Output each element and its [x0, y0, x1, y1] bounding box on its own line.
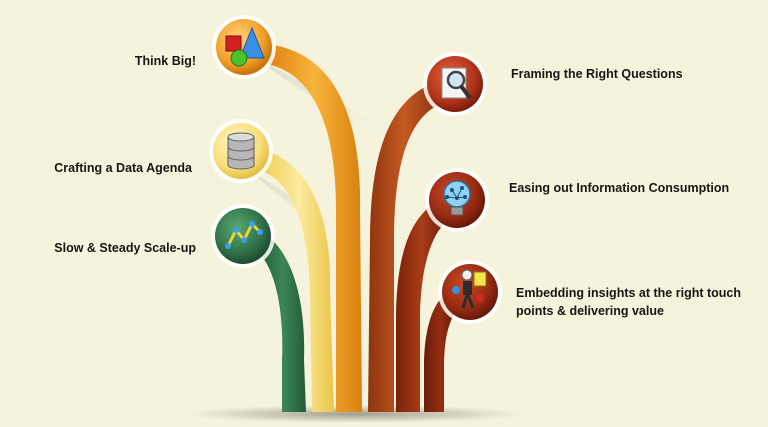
label-scale-up: Slow & Steady Scale-up — [54, 241, 196, 255]
magnifier-document-icon — [441, 67, 472, 100]
shapes-icon — [225, 26, 265, 67]
stem-rust — [368, 82, 440, 412]
label-data-agenda: Crafting a Data Agenda — [54, 161, 192, 175]
lightbulb-network-icon — [443, 180, 471, 216]
presenter-icon — [452, 269, 487, 309]
label-embedding-insights: Embedding insights at the right touch po… — [516, 286, 741, 318]
node-data-agenda — [209, 119, 273, 183]
label-think-big: Think Big! — [134, 54, 196, 68]
node-think-big — [212, 15, 276, 79]
label-framing-questions: Framing the Right Questions — [511, 67, 683, 81]
stem-brown — [396, 200, 446, 412]
growth-chart-icon — [225, 221, 263, 249]
label-info-consumption: Easing out Information Consumption — [509, 181, 730, 195]
database-icon — [227, 132, 255, 170]
node-embedding-insights — [438, 260, 502, 324]
node-info-consumption — [425, 168, 489, 232]
stem-yellow — [264, 150, 334, 412]
stem-green — [260, 232, 306, 412]
node-framing-questions — [423, 52, 487, 116]
stem-dark — [424, 292, 456, 412]
node-scale-up — [211, 204, 275, 268]
stem-orange — [266, 44, 362, 412]
